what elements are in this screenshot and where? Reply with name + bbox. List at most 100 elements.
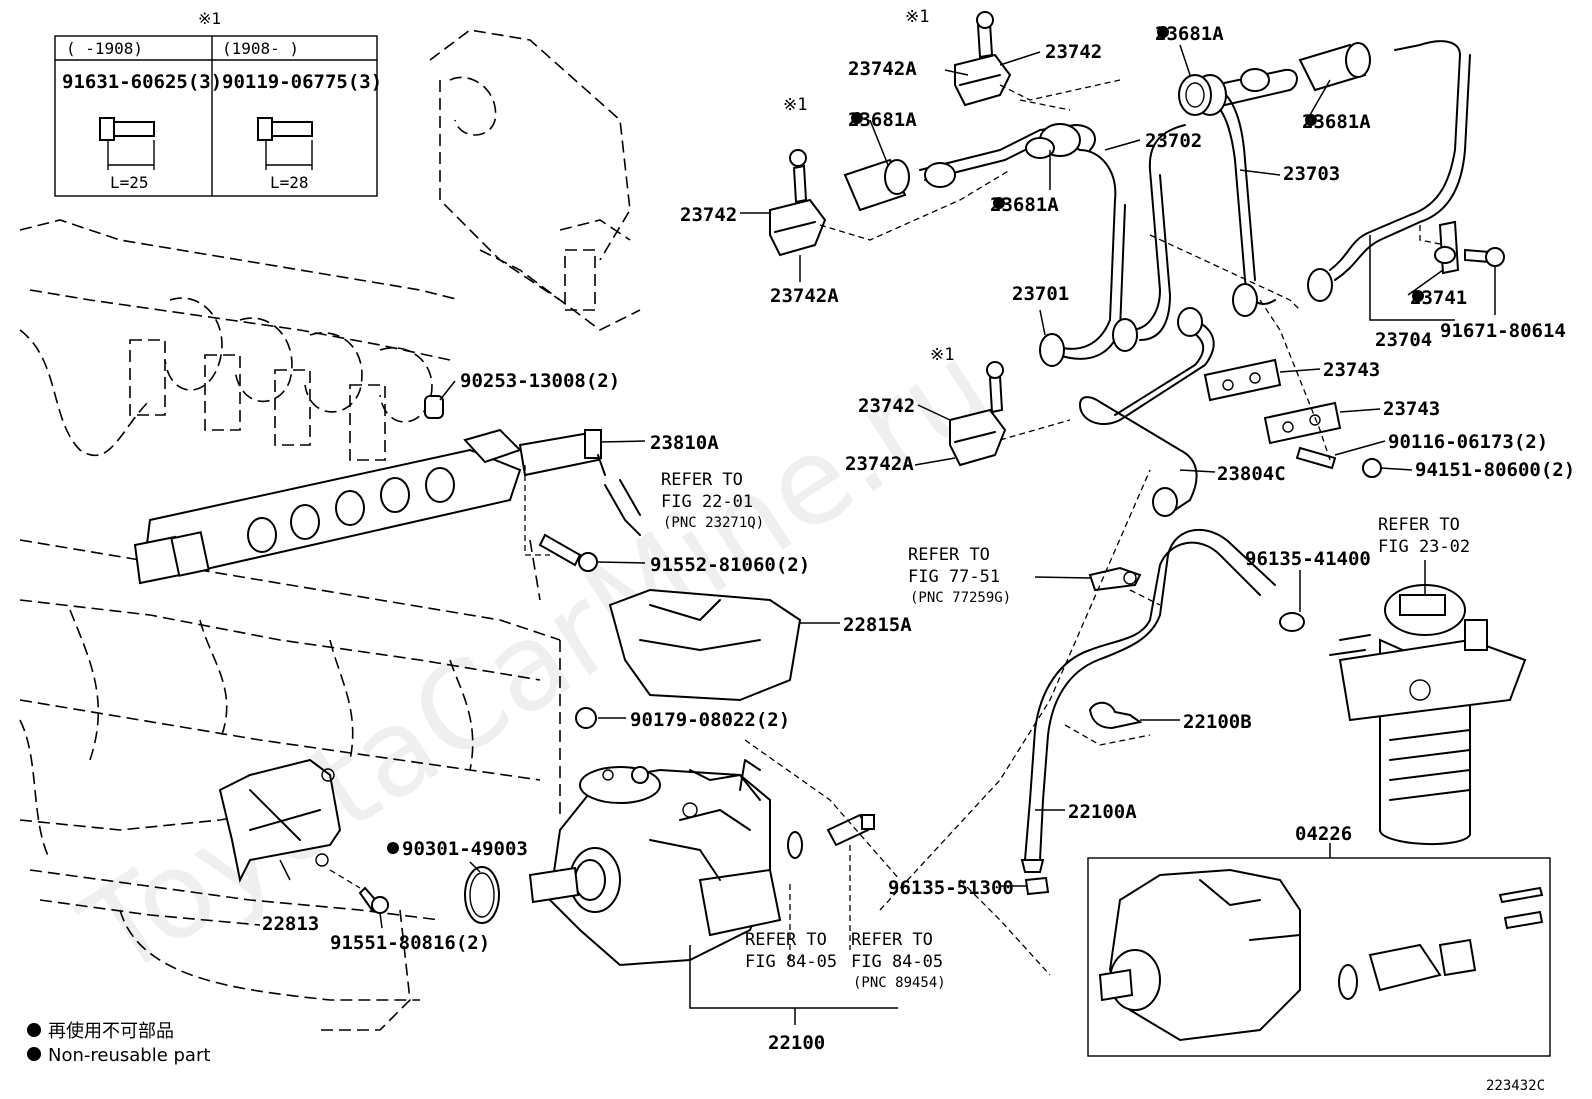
o-ring-small: [787, 831, 803, 859]
note-mark-top: ※1: [905, 7, 929, 27]
label-23702: 23702: [1145, 130, 1202, 152]
ref2-pnc: (PNC 77259G): [910, 590, 1011, 606]
label-23742a-low: 23742A: [845, 453, 914, 475]
label-23742-mid: 23742: [680, 204, 737, 226]
label-96135-51300: 96135-51300: [888, 877, 1014, 899]
ref2-line2: FIG 77-51: [908, 567, 1000, 587]
label-23742a-top: 23742A: [848, 58, 917, 80]
label-91671: 91671-80614: [1440, 320, 1566, 342]
label-22815a: 22815A: [843, 614, 912, 636]
label-23703: 23703: [1283, 163, 1340, 185]
ref1-line2: FIG 22-01: [661, 492, 753, 512]
label-90116: 90116-06173(2): [1388, 431, 1548, 453]
clamp-22100b[interactable]: [1088, 701, 1143, 730]
label-23743-2: 23743: [1383, 398, 1440, 420]
nut-90179[interactable]: [575, 707, 597, 729]
table-col2-part: 90119-06775(3): [222, 71, 382, 93]
label-23681a-2: 23681A: [848, 109, 917, 131]
note-mark-low: ※1: [930, 345, 954, 365]
boot-23681a-right[interactable]: [1298, 42, 1371, 92]
bolt-icon-1: [99, 117, 155, 170]
stud-90116[interactable]: [1295, 446, 1337, 470]
clip-77-51: [1088, 566, 1142, 592]
label-91552: 91552-81060(2): [650, 554, 810, 576]
label-23742-top: 23742: [1045, 41, 1102, 63]
supply-pump[interactable]: [528, 759, 782, 967]
legend-en: Non-reusable part: [48, 1045, 210, 1066]
label-23810a: 23810A: [650, 432, 719, 454]
label-22100a: 22100A: [1068, 801, 1137, 823]
bracket-22813[interactable]: [218, 758, 342, 884]
table-col2-header: (1908- ): [222, 39, 299, 58]
diagram-id: 223432C: [1486, 1078, 1545, 1094]
o-ring-90301[interactable]: [464, 866, 500, 924]
engine-block-outline: [19, 29, 641, 1031]
ref2-line1: REFER TO: [908, 545, 990, 565]
part-labels: ※1 23742A 23742 23681A 23681A 23681A 236…: [262, 7, 1575, 1054]
label-22100b: 22100B: [1183, 711, 1252, 733]
label-23742a-mid: 23742A: [770, 285, 839, 307]
non-reusable-dots: [387, 26, 1424, 854]
table-col2-length: L=28: [270, 173, 309, 192]
clamp-23741[interactable]: [1434, 220, 1460, 275]
label-90301: 90301-49003: [402, 838, 528, 860]
cover-22815a[interactable]: [608, 588, 802, 702]
leader-lines: [279, 44, 1496, 929]
bolt-table: ※1 ( -1908) (1908- ) 91631-60625(3) 9011…: [54, 9, 382, 197]
label-23681a-1: 23681A: [1155, 23, 1224, 45]
fuel-hose-22100a[interactable]: [1020, 528, 1276, 873]
label-94151: 94151-80600(2): [1415, 459, 1575, 481]
ref1-line1: REFER TO: [661, 470, 743, 490]
table-col1-length: L=25: [110, 173, 149, 192]
ref5-line2: FIG 84-05: [851, 952, 943, 972]
rail-ports: [247, 467, 455, 553]
bolt-91552[interactable]: [538, 533, 598, 572]
bolt-91671[interactable]: [1464, 247, 1505, 267]
ref3-line2: FIG 23-02: [1378, 537, 1470, 557]
refer-to-notes: REFER TO FIG 22-01 (PNC 23271Q) REFER TO…: [661, 470, 1470, 991]
label-91551: 91551-80816(2): [330, 932, 490, 954]
clip-96135-41400[interactable]: [1279, 612, 1305, 632]
clamp-23743-upper[interactable]: [1203, 358, 1282, 402]
ref5-pnc: (PNC 89454): [853, 975, 946, 991]
boot-23681a-mid[interactable]: [1025, 137, 1055, 159]
table-note-mark: ※1: [198, 9, 221, 28]
boot-23681a-top[interactable]: [1178, 74, 1212, 116]
clamp-23743-lower[interactable]: [1263, 401, 1342, 445]
clamp-23742-top[interactable]: [954, 11, 1012, 107]
nut-94151[interactable]: [1362, 458, 1382, 478]
label-23701: 23701: [1012, 283, 1069, 305]
label-23704: 23704: [1375, 329, 1432, 351]
label-96135-41400: 96135-41400: [1245, 548, 1371, 570]
label-90253: 90253-13008(2): [460, 370, 620, 392]
collar-90253[interactable]: [424, 395, 444, 419]
clip-96135-51300[interactable]: [1024, 876, 1050, 896]
label-23741: 23741: [1410, 287, 1467, 309]
bolt-icon-2: [257, 117, 313, 170]
clamp-23742-mid[interactable]: [769, 149, 827, 257]
ref3-line1: REFER TO: [1378, 515, 1460, 535]
label-22813: 22813: [262, 913, 319, 935]
table-col1-header: ( -1908): [66, 39, 143, 58]
sensor: [826, 813, 875, 847]
kit-box-04226: [1087, 843, 1551, 1057]
ref4-line2: FIG 84-05: [745, 952, 837, 972]
label-22100: 22100: [768, 1032, 825, 1054]
ref4-line1: REFER TO: [745, 930, 827, 950]
ref1-pnc: (PNC 23271Q): [663, 515, 764, 531]
legend: 再使用不可部品 Non-reusable part: [27, 1021, 210, 1066]
label-04226: 04226: [1295, 823, 1352, 845]
injection-pipes: [919, 40, 1471, 517]
label-23804c: 23804C: [1217, 463, 1286, 485]
legend-ja: 再使用不可部品: [48, 1021, 174, 1042]
note-mark-mid: ※1: [783, 95, 807, 115]
ref5-line1: REFER TO: [851, 930, 933, 950]
label-23742-low: 23742: [858, 395, 915, 417]
label-23681a-3: 23681A: [1302, 111, 1371, 133]
common-rail[interactable]: [133, 428, 606, 585]
fuel-filter-assembly: [1329, 584, 1527, 845]
bolt-91551[interactable]: [358, 886, 389, 914]
clamp-23742-low[interactable]: [949, 361, 1007, 467]
boot-23681a-left[interactable]: [843, 158, 910, 212]
